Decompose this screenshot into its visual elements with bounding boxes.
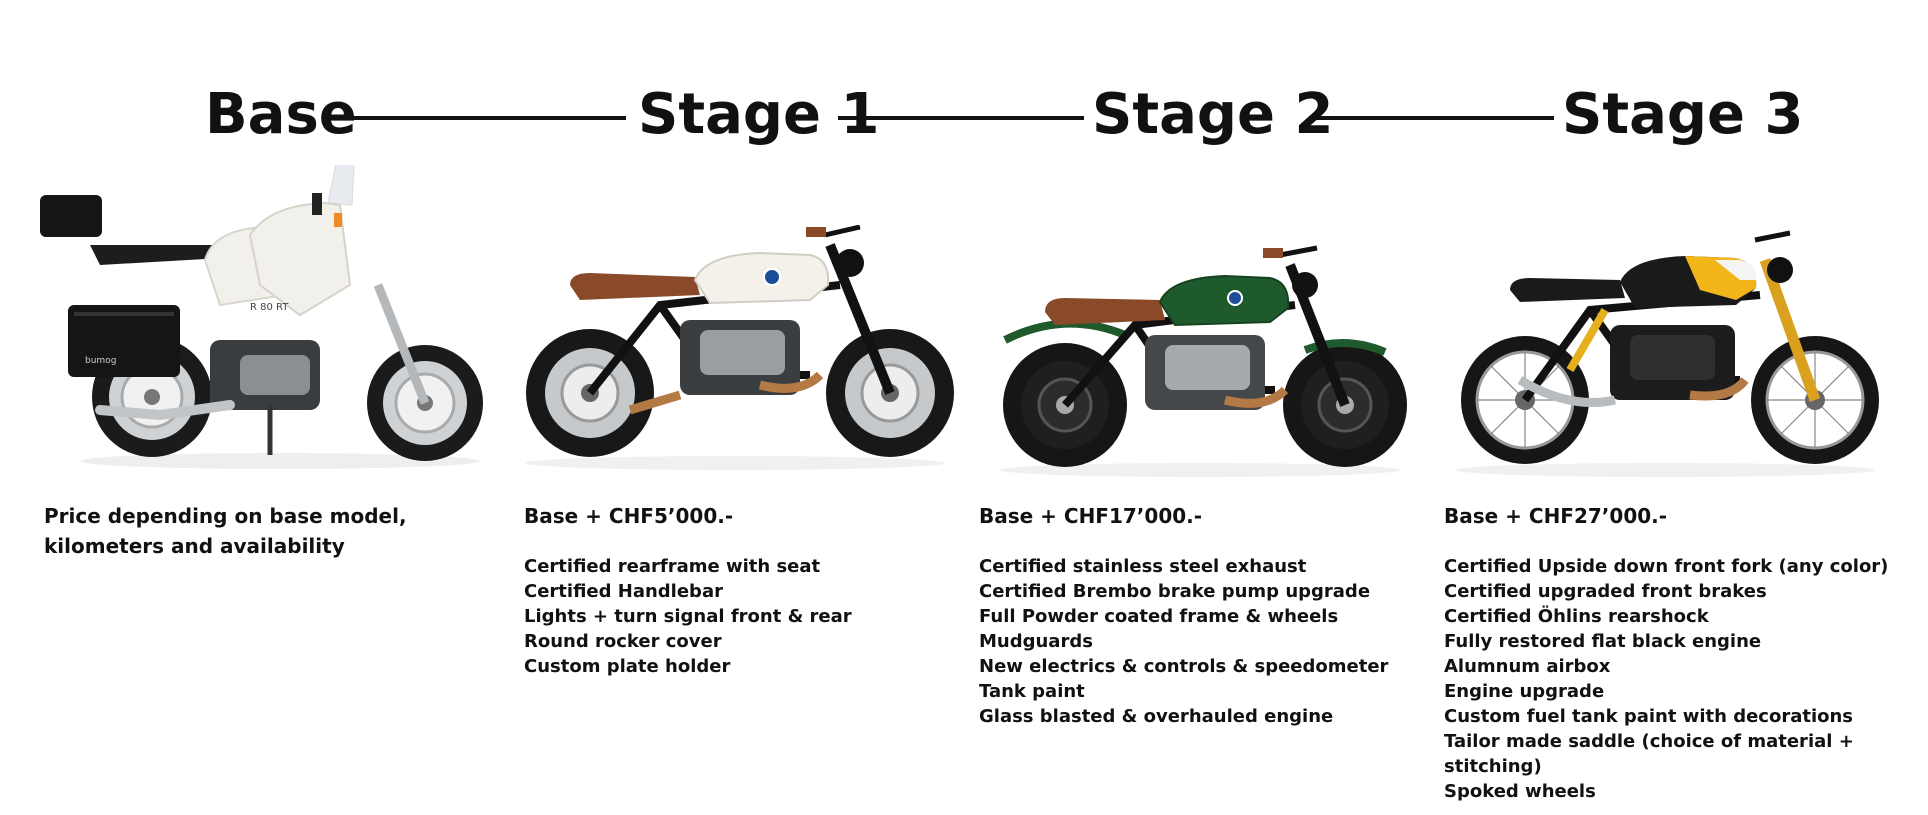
feature-item: Certified upgraded front brakes: [1444, 581, 1767, 602]
feature-item: Full Powder coated frame & wheels: [979, 606, 1339, 627]
feature-item: Custom plate holder: [524, 656, 731, 677]
stage-2-motorcycle-image: [1000, 245, 1407, 477]
stage-title-stage-2: Stage 2: [1092, 82, 1334, 147]
stage-title-stage-1: Stage 1: [638, 82, 880, 147]
stage-2-price: Base + CHF17’000.-: [979, 504, 1203, 528]
feature-item: stitching): [1444, 756, 1542, 777]
stage-title-base: Base: [205, 82, 357, 147]
feature-item: Tailor made saddle (choice of material +: [1444, 731, 1854, 752]
base-motorcycle-image: bumog R 80 RT: [40, 165, 483, 469]
connector-line: [838, 116, 1084, 120]
feature-item: Certified Handlebar: [524, 581, 723, 602]
feature-item: New electrics & controls & speedometer: [979, 656, 1389, 677]
stage-1-price: Base + CHF5’000.-: [524, 504, 734, 528]
connector-line: [1310, 116, 1554, 120]
stage-3-price: Base + CHF27’000.-: [1444, 504, 1668, 528]
feature-item: Mudguards: [979, 631, 1093, 652]
feature-item: Certified rearframe with seat: [524, 556, 821, 577]
feature-item: Certified Upside down front fork (any co…: [1444, 556, 1889, 577]
feature-item: Spoked wheels: [1444, 781, 1596, 802]
stage-1-feature-list: Certified rearframe with seat Certified …: [524, 554, 852, 679]
connector-line: [344, 116, 626, 120]
base-price-note: Price depending on base model, kilometer…: [44, 501, 407, 561]
feature-item: Custom fuel tank paint with decorations: [1444, 706, 1854, 727]
stage-3-motorcycle-image: [1455, 230, 1879, 477]
feature-item: Certified stainless steel exhaust: [979, 556, 1307, 577]
feature-item: Glass blasted & overhauled engine: [979, 706, 1334, 727]
feature-item: Certified Öhlins rearshock: [1444, 606, 1709, 627]
base-price-line: kilometers and availability: [44, 534, 345, 558]
stage-title-stage-3: Stage 3: [1562, 82, 1804, 147]
feature-item: Tank paint: [979, 681, 1085, 702]
feature-item: Fully restored flat black engine: [1444, 631, 1762, 652]
base-price-line: Price depending on base model,: [44, 504, 407, 528]
stage-3-feature-list: Certified Upside down front fork (any co…: [1444, 554, 1888, 804]
feature-item: Round rocker cover: [524, 631, 722, 652]
stage-2-feature-list: Certified stainless steel exhaust Certif…: [979, 554, 1388, 729]
model-badge-label: R 80 RT: [250, 302, 289, 313]
feature-item: Engine upgrade: [1444, 681, 1605, 702]
pannier-brand-label: bumog: [85, 356, 116, 366]
feature-item: Alumnum airbox: [1444, 656, 1611, 677]
feature-item: Lights + turn signal front & rear: [524, 606, 852, 627]
stage-1-motorcycle-image: [525, 225, 954, 470]
feature-item: Certified Brembo brake pump upgrade: [979, 581, 1371, 602]
